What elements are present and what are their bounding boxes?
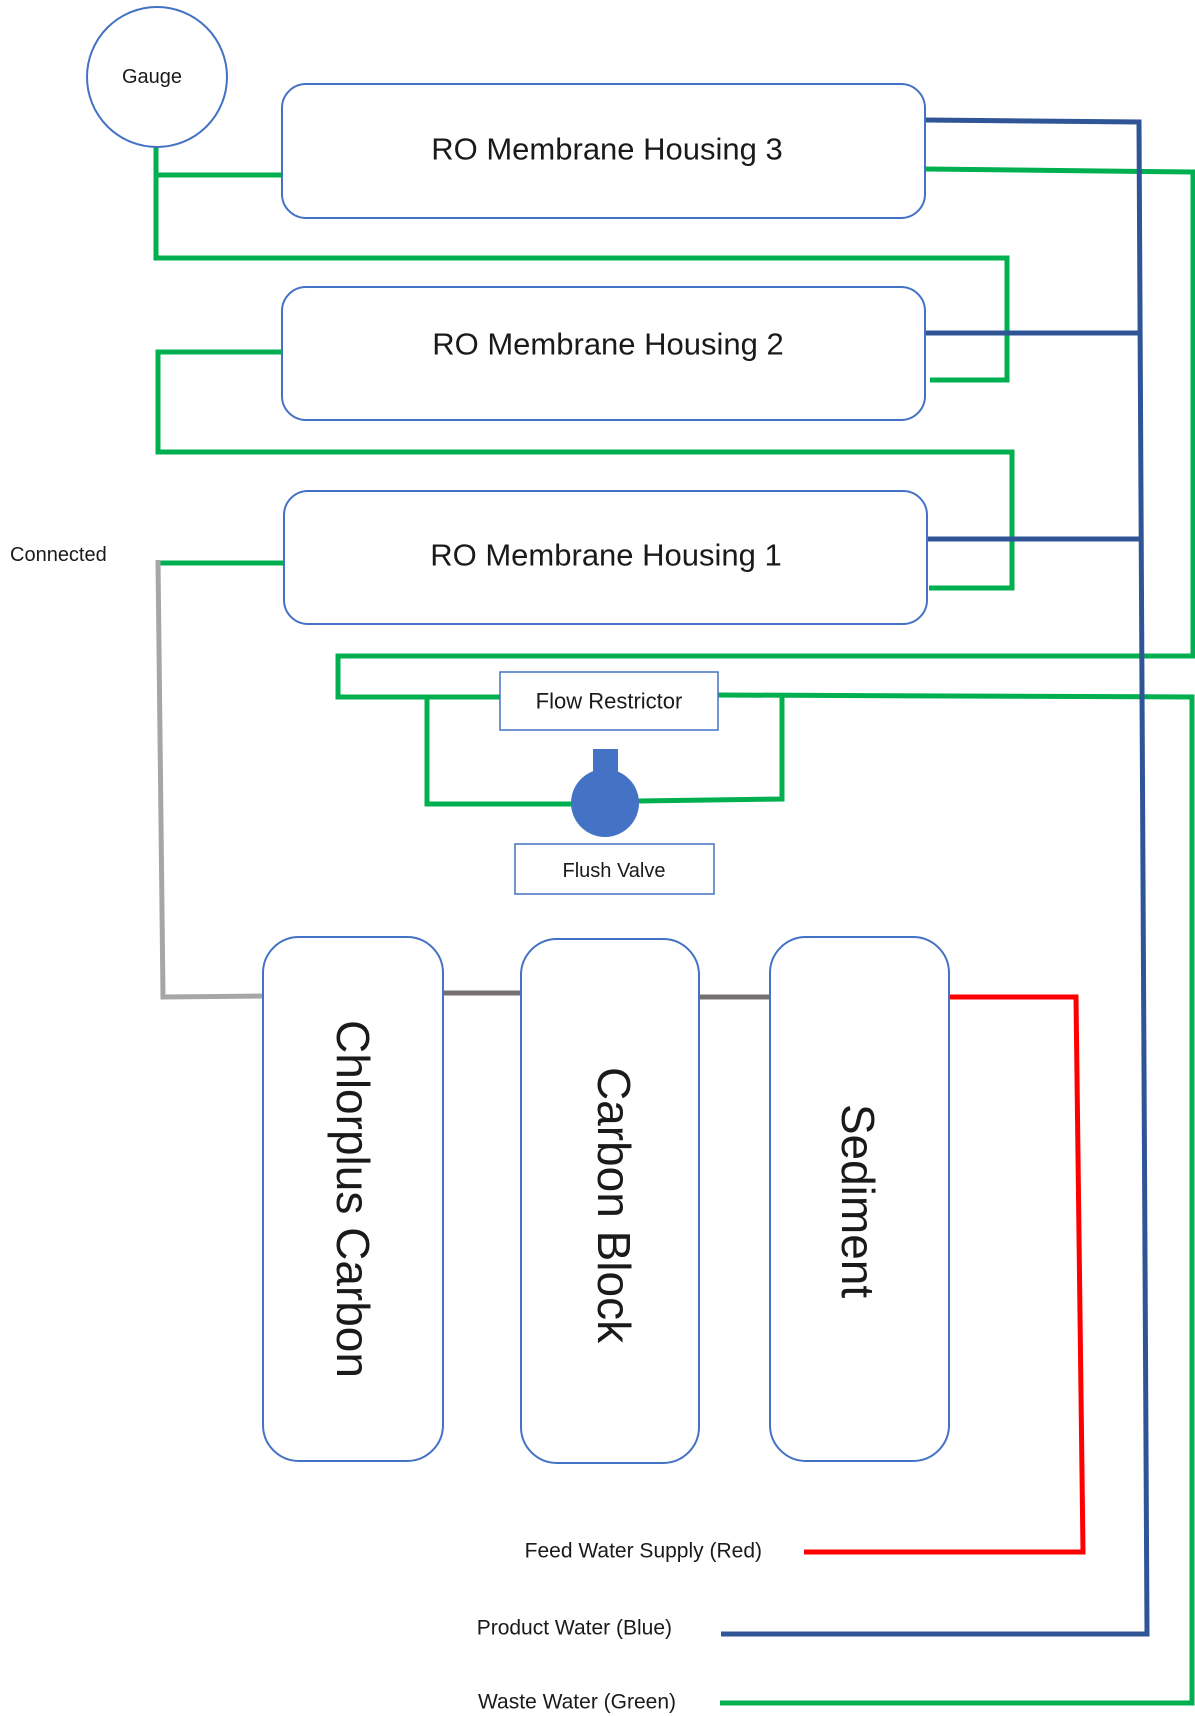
flush-bypass-left-line (424, 694, 572, 807)
membrane-2-waste-line (155, 349, 1015, 591)
flush-valve-icon (571, 749, 639, 837)
gauge-label: Gauge (122, 66, 182, 88)
legend-feed-label: Feed Water Supply (Red) (525, 1540, 762, 1563)
flow-restrictor-label: Flow Restrictor (536, 689, 683, 714)
flow-restrictor (499, 671, 719, 731)
carbon-block-filter (520, 938, 700, 1464)
membrane-3-waste-line (335, 166, 1195, 700)
product-main-line (721, 117, 1150, 1637)
flow-restrictor-out-line (717, 692, 1195, 1706)
legend-waste-label: Waste Water (Green) (478, 1691, 676, 1714)
feed-water-line (804, 994, 1086, 1555)
flush-valve-label: Flush Valve (562, 860, 665, 882)
legend-product-label: Product Water (Blue) (477, 1617, 672, 1640)
connected-gray-line (155, 559, 264, 1000)
waste-water-lines (153, 142, 1195, 1706)
gauge (86, 6, 228, 148)
sediment-label: Sediment (832, 1104, 884, 1299)
ro-membrane-housing-2 (281, 286, 926, 421)
flush-bypass-right-line (637, 697, 785, 804)
product-water-lines (721, 117, 1150, 1637)
ro-membrane-housing-1 (283, 490, 928, 625)
chlorplus-carbon-label: Chlorplus Carbon (327, 1020, 379, 1378)
connected-label: Connected (10, 544, 107, 566)
chlorplus-carbon-filter (262, 936, 444, 1462)
carbon-block-label: Carbon Block (588, 1067, 640, 1344)
sediment-filter (769, 936, 950, 1462)
ro-membrane-housing-3 (281, 83, 926, 219)
ro-membrane-housing-3-label: RO Membrane Housing 3 (431, 132, 783, 167)
flush-valve-box (514, 843, 715, 895)
ro-membrane-housing-2-label: RO Membrane Housing 2 (432, 327, 784, 362)
ro-membrane-housing-1-label: RO Membrane Housing 1 (430, 538, 782, 573)
gauge-waste-line (153, 142, 1010, 383)
